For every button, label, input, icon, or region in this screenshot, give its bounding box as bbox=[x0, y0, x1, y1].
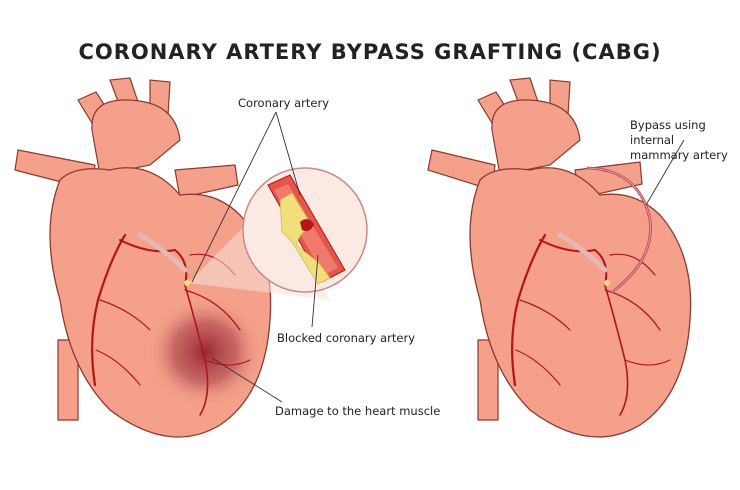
right-blockage-point bbox=[604, 280, 610, 286]
pointer-coronary-1 bbox=[191, 111, 277, 283]
label-coronary-artery: Coronary artery bbox=[238, 96, 329, 110]
heart-muscle-damage bbox=[147, 297, 263, 407]
right-aorta bbox=[491, 99, 581, 176]
label-damage: Damage to the heart muscle bbox=[275, 404, 441, 418]
left-blockage-point bbox=[184, 280, 190, 286]
diagram-title: CORONARY ARTERY BYPASS GRAFTING (CABG) bbox=[78, 40, 662, 64]
left-heart bbox=[14, 77, 368, 438]
label-bypass-line1: Bypass using internal bbox=[630, 118, 706, 147]
magnified-artery bbox=[242, 167, 368, 293]
pointer-damage bbox=[211, 357, 283, 403]
clot bbox=[300, 218, 314, 232]
label-bypass: Bypass using internal mammary artery bbox=[630, 118, 738, 163]
pointer-blocked bbox=[311, 254, 319, 328]
right-coronary-arteries bbox=[511, 233, 671, 416]
left-pulmonary-right bbox=[174, 164, 239, 199]
label-bypass-line2: mammary artery bbox=[630, 148, 728, 162]
right-heart-body bbox=[469, 167, 692, 438]
pointer-bypass bbox=[645, 139, 685, 206]
right-blocked-segment bbox=[557, 232, 608, 273]
right-heart bbox=[427, 77, 692, 438]
pointer-coronary-2 bbox=[275, 111, 301, 196]
left-aorta bbox=[91, 99, 181, 176]
left-blocked-segment bbox=[137, 232, 188, 273]
label-blocked-coronary-artery: Blocked coronary artery bbox=[277, 331, 416, 345]
left-coronary-arteries bbox=[91, 233, 251, 416]
